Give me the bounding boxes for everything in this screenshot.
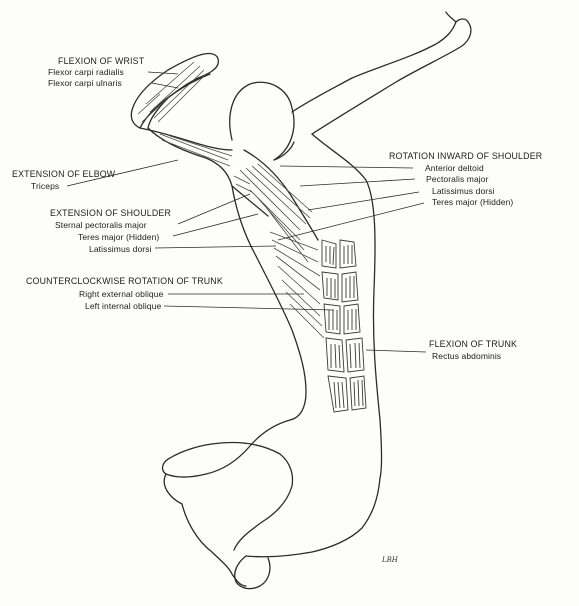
anterior-deltoid-label: Anterior deltoid — [425, 164, 484, 173]
left-internal-oblique-label: Left internal oblique — [85, 302, 161, 311]
shoulder-extension-header: EXTENSION OF SHOULDER — [50, 209, 171, 218]
right-external-oblique-label: Right external oblique — [79, 290, 163, 299]
flexor-carpi-radialis-label: Flexor carpi radialis — [48, 68, 124, 77]
front-foot — [164, 474, 246, 586]
lower-leg — [212, 442, 293, 550]
left-forearm — [132, 53, 218, 110]
rectus-abdominis-label: Rectus abdominis — [432, 352, 501, 361]
pectoralis-major-label: Pectoralis major — [426, 175, 489, 184]
raised-arm-right — [292, 19, 471, 134]
front-knee-shin — [163, 444, 212, 474]
latissimus-dorsi-label-right: Latissimus dorsi — [432, 187, 495, 196]
front-thigh — [166, 420, 290, 477]
sternal-pectoralis-major-label: Sternal pectoralis major — [55, 221, 147, 230]
front-torso-outline — [148, 128, 306, 420]
shoulder-rotation-header: ROTATION INWARD OF SHOULDER — [389, 152, 542, 161]
trunk-flexion-header: FLEXION OF TRUNK — [429, 340, 517, 349]
shoulder-trunk-hatching — [234, 164, 324, 338]
latissimus-dorsi-label-left: Latissimus dorsi — [89, 245, 152, 254]
artist-signature: LBH — [382, 556, 398, 564]
buttock-outline — [246, 478, 380, 557]
triceps-label: Triceps — [31, 182, 59, 191]
rectus-abdominis-hatching — [322, 240, 366, 412]
teres-major-hidden-label-right: Teres major (Hidden) — [432, 198, 513, 207]
teres-major-hidden-label-left: Teres major (Hidden) — [78, 233, 159, 242]
head-outline — [230, 82, 294, 160]
trunk-rotation-header: COUNTERCLOCKWISE ROTATION OF TRUNK — [26, 277, 223, 286]
flexor-carpi-ulnaris-label: Flexor carpi ulnaris — [48, 79, 122, 88]
elbow-extension-header: EXTENSION OF ELBOW — [12, 170, 115, 179]
left-upper-arm — [131, 110, 232, 150]
wrist-flexion-header: FLEXION OF WRIST — [58, 57, 144, 66]
